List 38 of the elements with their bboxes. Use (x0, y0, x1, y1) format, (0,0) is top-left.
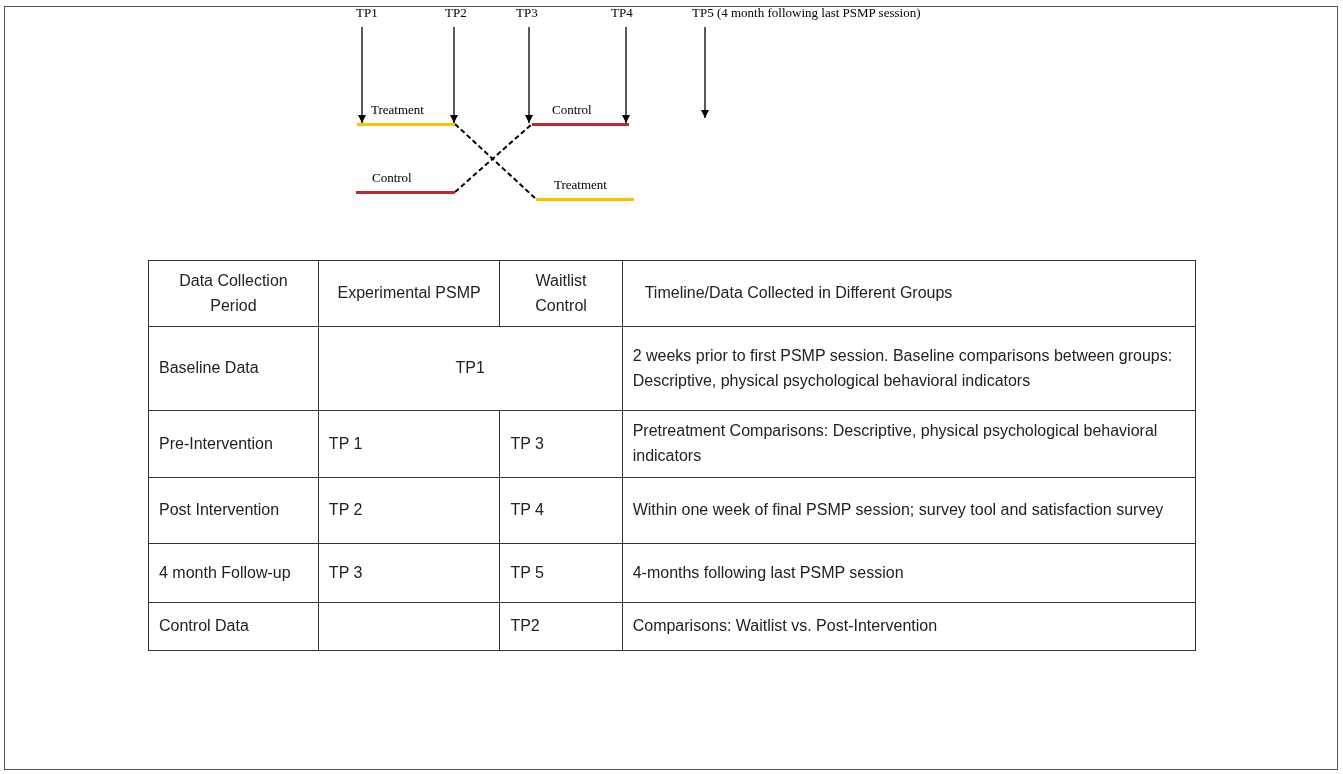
time-point-label: TP1 (356, 5, 378, 21)
table-cell: Pretreatment Comparisons: Descriptive, physical psychological behavioral indicators (622, 410, 1196, 478)
time-point-label: TP4 (611, 5, 633, 21)
phase-label: Treatment (371, 102, 424, 118)
table-cell: TP 3 (499, 410, 623, 478)
table-cell: Within one week of final PSMP session; survey tool and satisfaction survey (622, 477, 1196, 544)
header-cell: Waitlist Control (499, 260, 623, 327)
header-cell: Experimental PSMP (318, 260, 500, 327)
table-cell: TP 5 (499, 543, 623, 603)
header-cell: Data Collection Period (148, 260, 319, 327)
header-cell: Timeline/Data Collected in Different Groups (622, 260, 1196, 327)
table-cell: TP2 (499, 602, 623, 651)
time-point-label: TP3 (516, 5, 538, 21)
table-cell: 4 month Follow-up (148, 543, 319, 603)
table-cell: TP 1 (318, 410, 500, 478)
phase-label: Control (552, 102, 592, 118)
arrow (622, 26, 630, 124)
phase-bar (532, 102, 629, 126)
table-cell: TP 4 (499, 477, 623, 544)
table-cell: Post Intervention (148, 477, 319, 544)
table-cell: TP 2 (318, 477, 500, 544)
time-point-label: TP5 (4 month following last PSMP session) (692, 5, 921, 21)
table-cell: 2 weeks prior to first PSMP session. Baseline comparisons between groups: Descriptive, physical psychological behavioral indicators (622, 326, 1196, 411)
table-cell: Comparisons: Waitlist vs. Post-Intervention (622, 602, 1196, 651)
arrow (358, 26, 366, 124)
phase-label: Control (372, 170, 412, 186)
table-cell: 4-months following last PSMP session (622, 543, 1196, 603)
phase-bar (356, 170, 455, 194)
table-cell: Pre-Intervention (148, 410, 319, 478)
table-cell: TP1 (318, 326, 623, 411)
arrow (525, 26, 533, 124)
phase-label: Treatment (554, 177, 607, 193)
time-point-label: TP2 (445, 5, 467, 21)
table-cell: Baseline Data (148, 326, 319, 411)
table-cell: TP 3 (318, 543, 500, 603)
arrow (450, 26, 458, 124)
arrow (701, 26, 709, 119)
table-cell: Control Data (148, 602, 319, 651)
